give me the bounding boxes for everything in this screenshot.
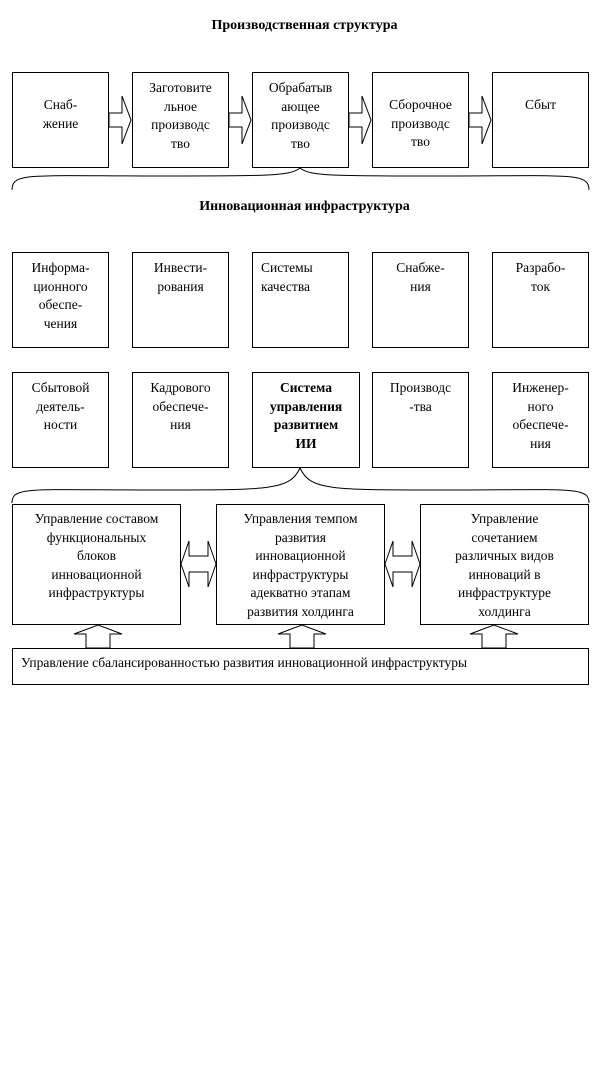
management-box-pace: Управления темпом развития инновационной…	[216, 504, 385, 625]
innovation-infrastructure-title: Инновационная инфраструктура	[199, 199, 410, 214]
production-box-sales: Сбыт	[492, 72, 589, 168]
innovation-box-personnel: Кадрового обеспече- ния	[132, 372, 229, 468]
innovation-box-sales-activity: Сбытовой деятель- ности	[12, 372, 109, 468]
innovation-box-supply: Снабже- ния	[372, 252, 469, 348]
brace-top-icon	[11, 466, 590, 504]
innovation-box-information: Информа- ционного обеспе- чения	[12, 252, 109, 348]
production-box-processing: Обрабатыв ающее производс тво	[252, 72, 349, 168]
innovation-box-management-system: Система управления развитием ИИ	[252, 372, 360, 468]
innovation-box-quality: Системы качества	[252, 252, 349, 348]
production-box-assembly: Сборочное производс тво	[372, 72, 469, 168]
production-box-supply: Снаб- жение	[12, 72, 109, 168]
arrow-right-icon	[108, 95, 132, 145]
arrow-right-icon	[348, 95, 372, 145]
innovation-box-development: Разрабо- ток	[492, 252, 589, 348]
innovation-box-engineering: Инженер- ного обеспече- ния	[492, 372, 589, 468]
up-arrow-icon	[469, 624, 519, 649]
up-arrow-icon	[73, 624, 123, 649]
up-arrow-icon	[277, 624, 327, 649]
innovation-box-production: Производс -тва	[372, 372, 469, 468]
double-arrow-icon	[384, 540, 421, 588]
brace-bottom-icon	[11, 167, 590, 191]
innovation-box-investment: Инвести- рования	[132, 252, 229, 348]
balance-management-box: Управление сбалансированностью развития …	[12, 648, 589, 685]
double-arrow-icon	[180, 540, 217, 588]
arrow-right-icon	[468, 95, 492, 145]
production-box-procurement: Заготовите льное производс тво	[132, 72, 229, 168]
arrow-right-icon	[228, 95, 252, 145]
management-box-composition: Управление составом функциональных блоко…	[12, 504, 181, 625]
management-box-combination: Управление сочетанием различных видов ин…	[420, 504, 589, 625]
production-structure-title: Производственная структура	[211, 18, 398, 33]
